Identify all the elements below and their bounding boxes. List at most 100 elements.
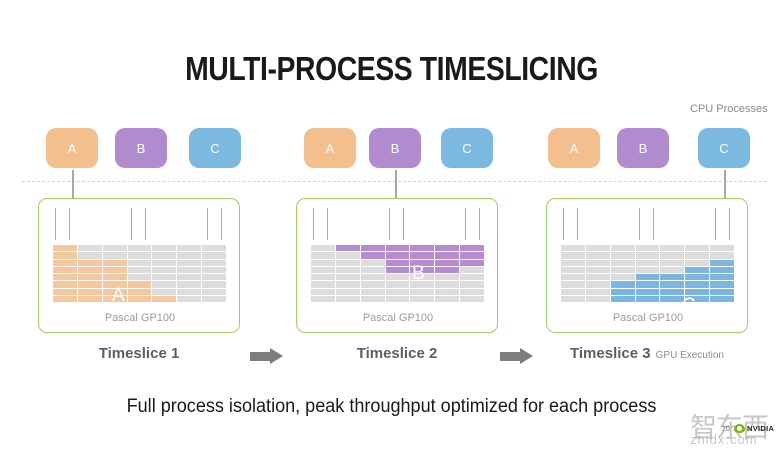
grid-cell-filled xyxy=(53,252,78,260)
process-box-b-group3[interactable]: B xyxy=(617,128,669,168)
gpu-name-label: Pascal GP100 xyxy=(104,312,176,324)
page-number: 20 xyxy=(722,426,730,433)
grid-cell-filled xyxy=(77,288,103,296)
grid-cell-filled xyxy=(685,266,711,274)
grid-cell-empty xyxy=(561,288,586,296)
grid-cell-filled xyxy=(685,274,711,282)
work-queue-line-2 xyxy=(69,208,71,240)
grid-cell-empty xyxy=(360,259,386,267)
process-box-a-group1[interactable]: A xyxy=(46,128,98,168)
nvidia-logo: NVIDIA xyxy=(734,424,774,433)
grid-cell-filled xyxy=(335,245,361,253)
work-queue-line-6 xyxy=(479,208,481,240)
gpu-name-label: Pascal GP100 xyxy=(612,312,684,324)
grid-cell-empty xyxy=(177,252,203,260)
grid-cell-empty xyxy=(561,295,586,303)
grid-cell-filled xyxy=(102,295,128,303)
grid-cell-empty xyxy=(152,274,178,282)
grid-cell-empty xyxy=(635,252,661,260)
grid-cell-empty xyxy=(561,281,586,289)
process-box-b-group2[interactable]: B xyxy=(369,128,421,168)
grid-cell-filled xyxy=(710,266,735,274)
grid-cell-empty xyxy=(177,274,203,282)
grid-cell-filled xyxy=(435,266,461,274)
work-queue-line-4 xyxy=(145,208,147,240)
arrow-shaft xyxy=(250,352,272,361)
grid-cell-empty xyxy=(202,259,227,267)
process-box-c-group2[interactable]: C xyxy=(441,128,493,168)
grid-cell-filled xyxy=(127,288,153,296)
grid-cell-empty xyxy=(335,266,361,274)
grid-cell-empty xyxy=(202,245,227,253)
work-queue-line-5 xyxy=(207,208,209,240)
grid-cell-empty xyxy=(561,274,586,282)
gpu-execution-label: GPU Execution xyxy=(655,350,724,361)
grid-cell-filled xyxy=(710,281,735,289)
grid-cell-filled xyxy=(53,245,78,253)
grid-cell-empty xyxy=(435,281,461,289)
grid-cell-empty xyxy=(685,245,711,253)
grid-cell-filled xyxy=(360,245,386,253)
timeslice-caption-2: Timeslice 2 xyxy=(296,345,498,362)
process-box-b-group1[interactable]: B xyxy=(115,128,167,168)
grid-cell-empty xyxy=(385,288,411,296)
grid-cell-empty xyxy=(177,245,203,253)
sm-grid-timeslice-3 xyxy=(561,245,735,303)
grid-cell-empty xyxy=(385,281,411,289)
grid-cell-empty xyxy=(152,281,178,289)
work-queue-line-1 xyxy=(563,208,565,240)
grid-cell-empty xyxy=(635,259,661,267)
grid-cell-empty xyxy=(460,281,485,289)
grid-cell-filled xyxy=(435,245,461,253)
arrow-shaft xyxy=(500,352,522,361)
grid-cell-empty xyxy=(410,295,436,303)
grid-cell-empty xyxy=(335,281,361,289)
process-box-c-group1[interactable]: C xyxy=(189,128,241,168)
grid-cell-empty xyxy=(152,252,178,260)
grid-cell-empty xyxy=(335,288,361,296)
grid-cell-empty xyxy=(152,259,178,267)
grid-cell-empty xyxy=(610,259,636,267)
grid-cell-filled xyxy=(410,259,436,267)
grid-cell-filled xyxy=(385,252,411,260)
grid-cell-empty xyxy=(335,295,361,303)
grid-cell-empty xyxy=(660,266,686,274)
grid-cell-filled xyxy=(53,274,78,282)
connector-line-c xyxy=(724,170,726,218)
grid-cell-empty xyxy=(585,274,611,282)
watermark-url: zhidx.com xyxy=(690,432,758,447)
cpu-gpu-divider xyxy=(22,181,767,182)
grid-cell-empty xyxy=(311,274,336,282)
grid-cell-empty xyxy=(202,274,227,282)
grid-cell-empty xyxy=(177,288,203,296)
grid-cell-filled xyxy=(610,288,636,296)
process-box-a-group2[interactable]: A xyxy=(304,128,356,168)
grid-cell-empty xyxy=(585,295,611,303)
work-queue-line-4 xyxy=(403,208,405,240)
grid-cell-filled xyxy=(660,274,686,282)
grid-cell-empty xyxy=(435,295,461,303)
grid-cell-filled xyxy=(660,288,686,296)
process-box-a-group3[interactable]: A xyxy=(548,128,600,168)
process-box-c-group3[interactable]: C xyxy=(698,128,750,168)
grid-cell-filled xyxy=(360,252,386,260)
grid-cell-empty xyxy=(177,281,203,289)
grid-cell-empty xyxy=(685,252,711,260)
grid-cell-empty xyxy=(311,245,336,253)
grid-cell-filled xyxy=(102,274,128,282)
bottom-caption: Full process isolation, peak throughput … xyxy=(126,396,657,417)
grid-cell-empty xyxy=(202,252,227,260)
grid-cell-empty xyxy=(635,266,661,274)
timeslice-caption-1: Timeslice 1 xyxy=(38,345,240,362)
timeslice-caption-text: Timeslice 1 xyxy=(98,345,180,362)
grid-cell-filled xyxy=(410,245,436,253)
grid-cell-empty xyxy=(202,281,227,289)
grid-cell-filled xyxy=(77,266,103,274)
grid-cell-empty xyxy=(410,274,436,282)
grid-cell-empty xyxy=(660,252,686,260)
grid-cell-empty xyxy=(177,259,203,267)
work-queue-line-4 xyxy=(653,208,655,240)
grid-cell-empty xyxy=(660,259,686,267)
